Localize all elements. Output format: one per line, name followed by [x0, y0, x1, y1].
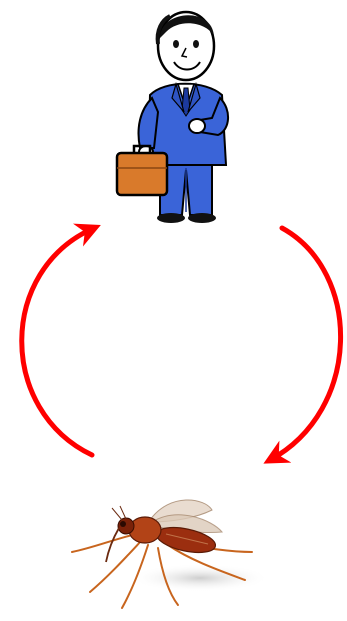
businessman-icon: [117, 12, 228, 223]
mosquito-icon: [72, 500, 270, 608]
arrow-human-to-mosquito: [270, 228, 341, 460]
arrow-mosquito-to-human: [22, 228, 94, 455]
